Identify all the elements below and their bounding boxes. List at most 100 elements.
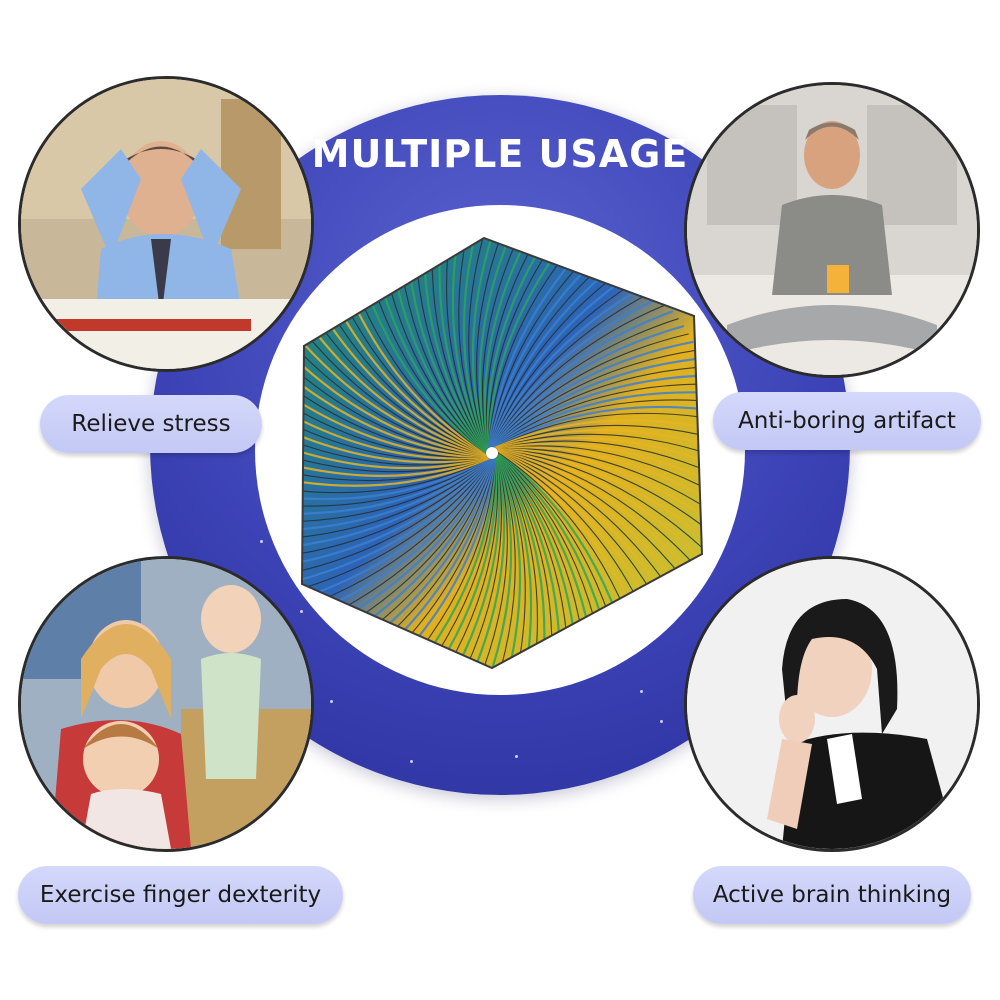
spiral-line <box>495 433 702 459</box>
spiral-line <box>496 448 702 523</box>
spiral-line <box>490 296 662 448</box>
spiral-line <box>302 341 487 457</box>
spiral-line <box>488 260 620 448</box>
spiral-line <box>302 410 488 461</box>
spiral-line <box>316 458 493 603</box>
spiral-line <box>310 311 487 456</box>
spiral-line <box>462 238 488 451</box>
spiral-line <box>302 458 492 573</box>
spiral-line <box>486 456 513 668</box>
spiral-line <box>459 457 503 668</box>
spiral-line <box>491 318 679 448</box>
spiral-line <box>489 283 649 448</box>
spiral-line <box>302 447 489 473</box>
spiral-line <box>491 325 685 448</box>
spiral-line <box>302 458 493 581</box>
spiral-line <box>302 458 492 557</box>
spiral-line <box>302 349 487 457</box>
spiral-line <box>496 445 702 496</box>
hexagon-spiral-image <box>292 228 712 676</box>
spiral-line <box>302 458 491 540</box>
spiral-line <box>496 448 702 514</box>
spiral-line <box>302 437 489 470</box>
page-title: MULTIPLE USAGE <box>311 132 689 176</box>
spiral-line <box>497 449 690 573</box>
spiral-line <box>497 450 685 580</box>
star-dot <box>640 690 643 693</box>
spiral-line <box>495 429 702 451</box>
spiral-line <box>492 349 698 448</box>
spiral-line <box>302 457 490 501</box>
spiral-line <box>451 238 488 451</box>
spiral-line <box>491 303 668 448</box>
spiral-line <box>335 458 495 623</box>
spiral-line <box>302 458 492 549</box>
spiral-line <box>302 326 487 456</box>
spiral-line <box>497 450 669 603</box>
spiral-line <box>322 458 494 610</box>
star-dot <box>660 720 663 723</box>
spiral-line <box>495 424 702 449</box>
spiral-line <box>497 449 694 565</box>
spiral-line <box>497 451 662 609</box>
spiral-line <box>302 457 491 515</box>
spiral-line <box>494 412 702 449</box>
spiral-line <box>496 449 702 531</box>
spiral-line <box>302 419 489 464</box>
spiral-line <box>492 357 702 448</box>
thinking-woman-photo <box>684 556 980 852</box>
spiral-line <box>450 457 501 668</box>
spiral-line <box>328 458 494 616</box>
spiral-line <box>490 277 642 448</box>
star-dot <box>515 755 518 758</box>
spiral-line <box>489 271 635 448</box>
spiral-line <box>497 450 680 588</box>
star-dot <box>300 610 303 613</box>
spiral-line <box>302 457 492 532</box>
spiral-line <box>485 238 543 449</box>
spiral-line <box>441 457 499 668</box>
spiral-line <box>489 266 628 448</box>
spiral-line <box>496 455 526 668</box>
relaxed-man-photo <box>684 82 980 378</box>
spiral-line <box>302 333 487 457</box>
mother-children-photo <box>18 556 314 852</box>
spiral-line <box>481 238 525 449</box>
spiral-line <box>492 374 702 449</box>
spiral-line <box>496 455 522 668</box>
spiral-line <box>302 457 490 494</box>
spiral-line <box>494 405 702 449</box>
spiral-line <box>495 442 702 487</box>
spiral-line <box>495 440 702 478</box>
spiral-line <box>494 419 702 449</box>
spiral-line <box>476 238 507 450</box>
spiral-line <box>493 366 702 448</box>
spiral-line <box>302 383 488 458</box>
star-dot <box>330 700 333 703</box>
spiral-line <box>471 238 498 450</box>
spiral-line <box>315 303 487 456</box>
spiral-line <box>496 446 702 505</box>
spiral-line <box>310 458 494 596</box>
spiral-line <box>493 383 702 448</box>
spiral-line <box>492 333 689 448</box>
spiral-line <box>490 310 674 448</box>
spiral-line <box>497 449 699 557</box>
spiral-line <box>302 428 489 466</box>
spiral-line <box>494 399 702 448</box>
spiral-line <box>302 457 490 487</box>
spiral-line <box>493 391 702 449</box>
spiral-line <box>478 238 516 450</box>
spiral-line <box>304 318 487 456</box>
spiral-line <box>302 458 493 566</box>
spiral-center <box>486 447 498 459</box>
spiral-line <box>302 392 488 458</box>
spiral-line <box>302 458 490 507</box>
spiral-line <box>483 238 534 449</box>
spiral-line <box>497 450 674 595</box>
spiral-line <box>490 290 656 448</box>
spiral-line <box>342 458 494 629</box>
label-active-brain-thinking: Active brain thinking <box>693 866 971 924</box>
label-exercise-finger-dexterity: Exercise finger dexterity <box>18 866 343 924</box>
